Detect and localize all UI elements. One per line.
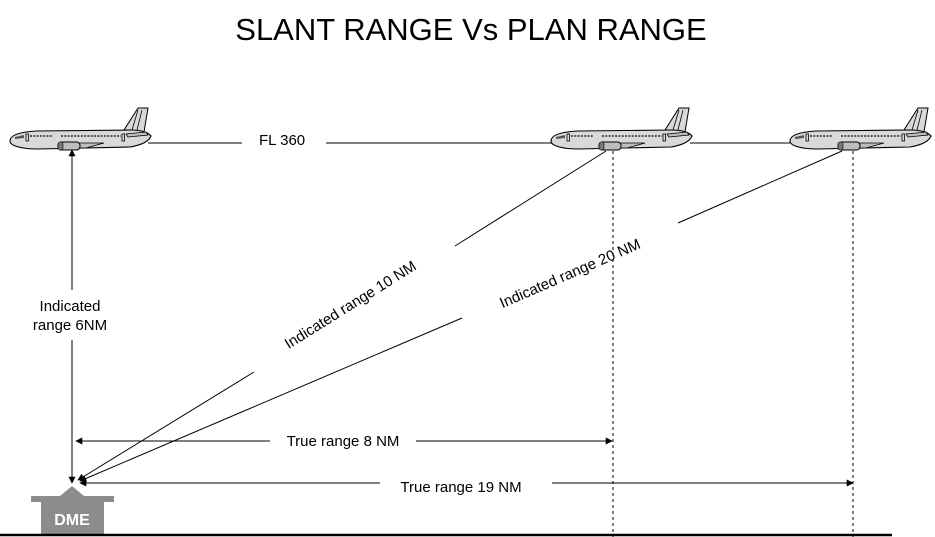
aircraft-icon [9, 107, 152, 151]
slant-range-10-line-lower [77, 371, 255, 481]
slant-range-20-line-lower [79, 317, 463, 482]
true-range-19-label: True range 19 NM [400, 479, 521, 496]
slant-range-10-label: Indicated range 10 NM [282, 258, 420, 353]
page-title: SLANT RANGE Vs PLAN RANGE [235, 12, 706, 47]
slant-range-20-label: Indicated range 20 NM [497, 236, 643, 312]
flight-level-label: FL 360 [259, 132, 305, 149]
vertical-range-label-line1: Indicated [40, 298, 101, 315]
vertical-range-label-line2: range 6NM [33, 317, 107, 334]
true-range-8-label: True range 8 NM [287, 433, 400, 450]
dme-station-label: DME [54, 512, 90, 529]
aircraft-icon [789, 107, 932, 151]
aircraft-icon [550, 107, 693, 151]
dme-station-icon: DME [31, 486, 114, 536]
slant-range-20-line-upper [677, 150, 843, 224]
slant-range-10-line-upper [454, 150, 607, 247]
